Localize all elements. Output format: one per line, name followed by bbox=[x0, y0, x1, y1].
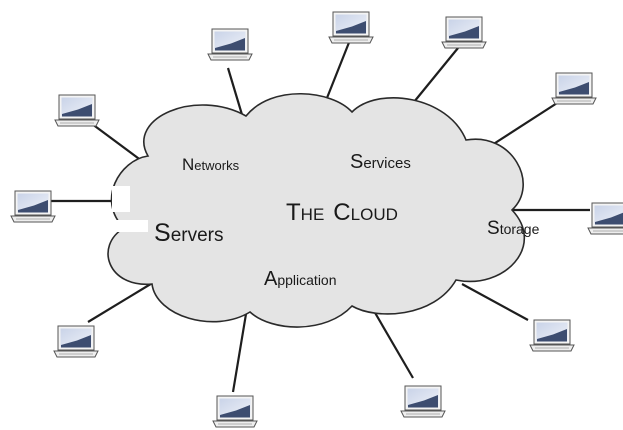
networks-label: Networks bbox=[182, 155, 240, 174]
application-label-initial: A bbox=[264, 268, 278, 290]
cloud-shape bbox=[107, 92, 526, 328]
laptop-icon bbox=[207, 28, 253, 61]
laptop-icon bbox=[441, 16, 487, 49]
connector-line bbox=[373, 310, 414, 379]
servers-label-initial: S bbox=[154, 219, 171, 247]
storage-label: Storage bbox=[487, 218, 540, 239]
connector-line bbox=[87, 281, 155, 323]
connector-line bbox=[461, 283, 529, 321]
laptop-icon bbox=[400, 385, 446, 418]
laptop-icon bbox=[54, 94, 100, 127]
cloud-opening bbox=[112, 186, 130, 212]
networks-label-rest: etworks bbox=[194, 158, 239, 173]
title-label-initial-2: C bbox=[333, 199, 350, 226]
laptop-icon bbox=[587, 202, 623, 235]
connector-line bbox=[231, 313, 248, 393]
services-label: Services bbox=[350, 151, 411, 173]
servers-label-rest: ervers bbox=[171, 225, 224, 246]
connector-line bbox=[321, 39, 352, 109]
connector-lines bbox=[45, 39, 590, 393]
storage-label-initial: S bbox=[487, 218, 500, 239]
title-label: THE CLOUD bbox=[286, 199, 398, 226]
laptop-icon bbox=[551, 72, 597, 105]
application-label: Application bbox=[264, 268, 337, 290]
laptop-icon bbox=[53, 325, 99, 358]
connector-line bbox=[226, 67, 245, 119]
laptop-icon bbox=[10, 190, 56, 223]
title-label-rest-2: LOUD bbox=[351, 205, 398, 224]
title-label-rest: HE bbox=[301, 205, 325, 224]
services-label-initial: S bbox=[350, 151, 363, 173]
title-label-initial: T bbox=[286, 199, 301, 226]
storage-label-rest: torage bbox=[500, 221, 540, 237]
services-label-rest: ervices bbox=[363, 155, 411, 172]
laptop-icon bbox=[212, 395, 258, 428]
laptop-icon bbox=[529, 319, 575, 352]
servers-label: Servers bbox=[154, 219, 223, 247]
cloud-opening bbox=[108, 220, 148, 232]
networks-label-initial: N bbox=[182, 155, 194, 174]
laptop-icon bbox=[328, 11, 374, 44]
application-label-rest: pplication bbox=[277, 272, 336, 288]
